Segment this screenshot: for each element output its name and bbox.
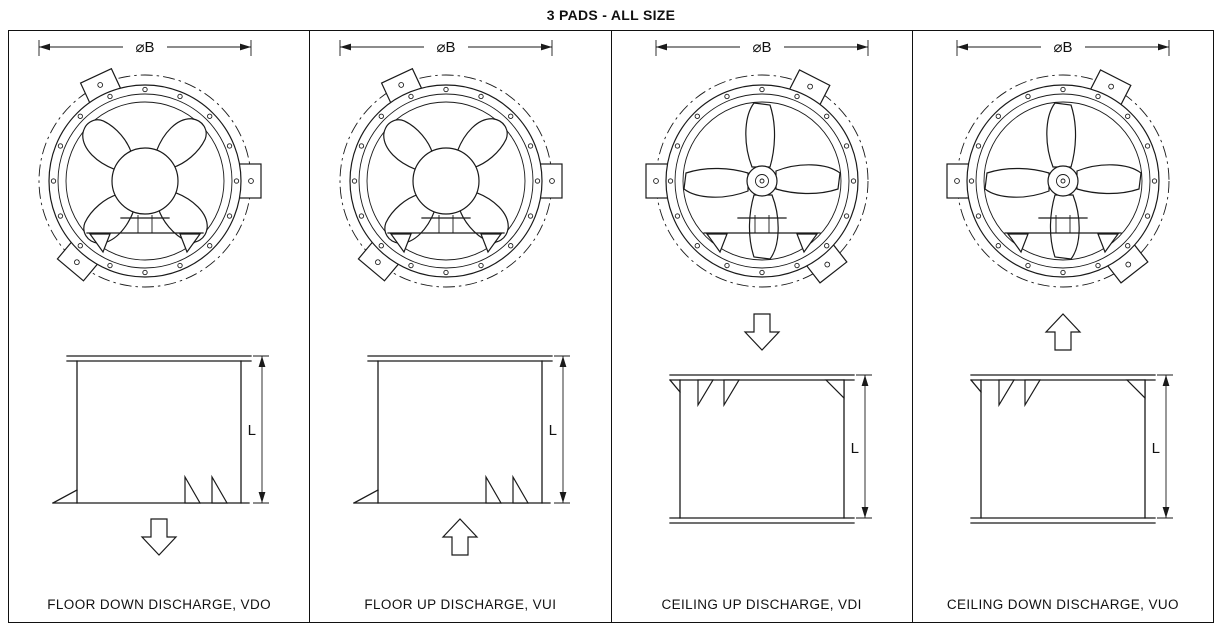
panel-label: CEILING UP DISCHARGE, VDI	[661, 596, 862, 612]
panel-drawing-vdi	[612, 38, 873, 524]
panel-label: FLOOR UP DISCHARGE, VUI	[364, 596, 557, 612]
discharge-arrow-down-icon	[141, 518, 177, 556]
panel-label: FLOOR DOWN DISCHARGE, VDO	[47, 596, 271, 612]
panel-drawing-vui	[310, 38, 572, 556]
sheet-title: 3 PADS - ALL SIZE	[546, 7, 676, 23]
drawing-frame: FLOOR DOWN DISCHARGE, VDO FLOOR UP DISCH…	[8, 30, 1214, 623]
panel-drawing-vdo	[9, 38, 270, 556]
panel-floor-down-vdo: FLOOR DOWN DISCHARGE, VDO	[9, 31, 309, 622]
discharge-arrow-up-icon	[442, 518, 478, 556]
panel-ceiling-up-vdi: CEILING UP DISCHARGE, VDI	[610, 31, 912, 622]
discharge-arrow-down-icon	[744, 313, 780, 351]
panel-ceiling-down-vuo: CEILING DOWN DISCHARGE, VUO	[911, 31, 1213, 622]
panel-label: CEILING DOWN DISCHARGE, VUO	[946, 596, 1179, 612]
panel-drawing-vuo	[913, 38, 1174, 524]
panel-floor-up-vui: FLOOR UP DISCHARGE, VUI	[309, 31, 610, 622]
discharge-arrow-up-icon	[1045, 313, 1081, 351]
